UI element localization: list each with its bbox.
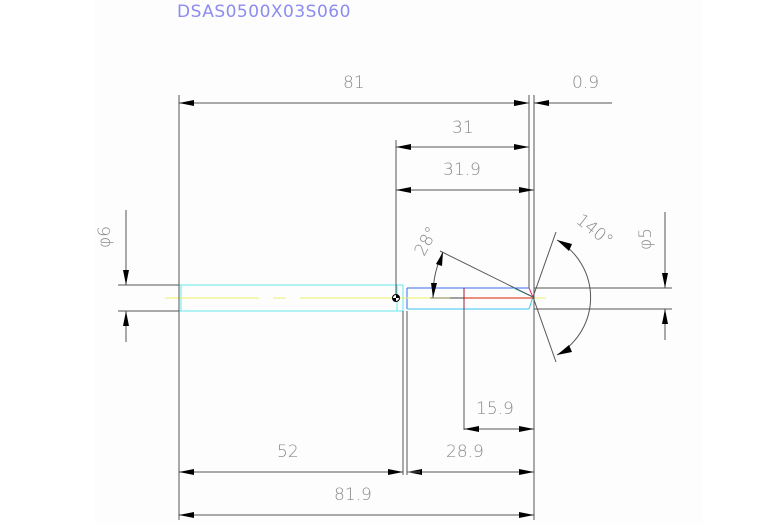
dim-text-81-9: 81.9 <box>334 485 372 505</box>
dim-text-140-deg: 140° <box>572 210 617 251</box>
dim-point-angle: 140° <box>532 210 617 363</box>
dim-flute-length: 31 <box>396 118 529 150</box>
drawing-sheet <box>95 0 703 523</box>
dim-margin-length: 15.9 <box>464 399 534 432</box>
dim-shank-length: 52 <box>179 442 420 475</box>
drill-geometry <box>165 284 546 312</box>
dim-text-15-9: 15.9 <box>476 399 514 419</box>
dim-helix-angle: 28° <box>411 223 534 299</box>
dim-body-length: 31.9 <box>396 160 534 193</box>
dim-text-phi-5: φ5 <box>636 228 656 250</box>
dim-drill-diameter: φ5 <box>636 212 668 340</box>
dim-neck-to-tip: 28.9 <box>407 442 534 475</box>
dim-text-31-9: 31.9 <box>443 160 481 180</box>
dim-text-28-deg: 28° <box>411 223 443 259</box>
dim-tip-offset: 0.9 <box>500 73 612 106</box>
extension-lines <box>118 95 672 520</box>
dim-text-31: 31 <box>452 118 474 138</box>
dim-text-28-9: 28.9 <box>446 442 484 462</box>
dim-text-phi-6: φ6 <box>95 226 115 248</box>
dim-total-length: 81.9 <box>179 485 534 518</box>
dim-shank-diameter: φ6 <box>95 210 129 342</box>
part-number-title: DSAS0500X03S060 <box>177 2 351 22</box>
dim-text-52: 52 <box>277 442 299 462</box>
dim-overall-length: 81 <box>179 73 529 106</box>
dim-text-81: 81 <box>343 73 365 93</box>
dim-text-0-9: 0.9 <box>572 73 599 93</box>
